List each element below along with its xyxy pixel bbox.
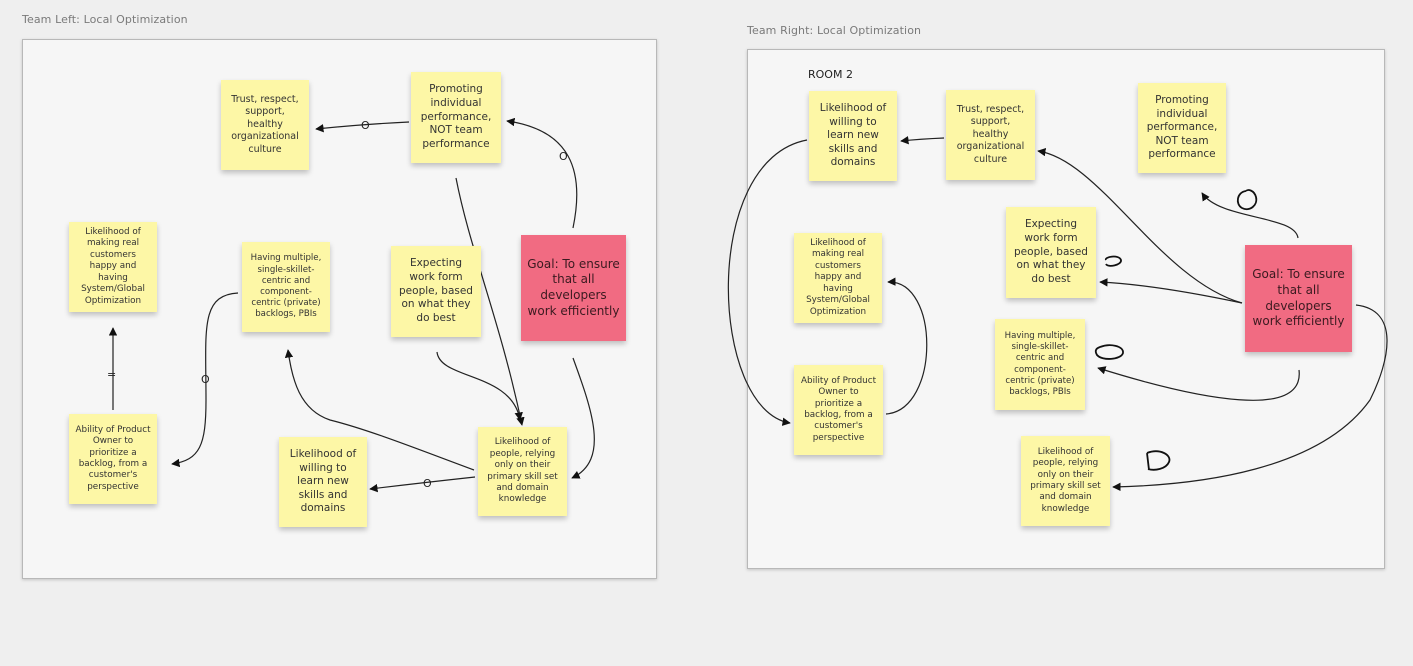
sticky-multiple-backlogs[interactable]: Having multiple, single-skillet-centric … (995, 319, 1085, 410)
sticky-expecting-work[interactable]: Expecting work form people, based on wha… (1006, 207, 1096, 298)
hand-d (1146, 450, 1171, 471)
sticky-likelihood-relying[interactable]: Likelihood of people, relying only on th… (478, 427, 567, 516)
polarity-o: O (423, 477, 432, 490)
left-frame-title: Team Left: Local Optimization (22, 13, 188, 26)
edge-promoting-to-relying (455, 177, 525, 426)
sticky-likelihood-learn[interactable]: Likelihood of willing to learn new skill… (279, 437, 367, 527)
sticky-trust-culture[interactable]: Trust, respect, support, healthy organiz… (221, 80, 309, 170)
edge-goal-to-backlogs (1097, 366, 1300, 401)
hand-o-2 (1105, 255, 1122, 267)
polarity-o: O (559, 150, 568, 163)
sticky-multiple-backlogs[interactable]: Having multiple, single-skillet-centric … (242, 242, 330, 332)
sticky-promoting-individual[interactable]: Promoting individual performance, NOT te… (411, 72, 501, 163)
edge-goal-to-promoting (1201, 192, 1299, 239)
sticky-likelihood-customers[interactable]: Likelihood of making real customers happ… (794, 233, 882, 323)
edge-ability-to-customers (885, 277, 928, 415)
edge-learn-to-ability (727, 139, 808, 426)
sticky-goal[interactable]: Goal: To ensure that all developers work… (521, 235, 626, 341)
edge-goal-to-relying (1112, 304, 1388, 492)
sticky-goal[interactable]: Goal: To ensure that all developers work… (1245, 245, 1352, 352)
sticky-promoting-individual[interactable]: Promoting individual performance, NOT te… (1138, 83, 1226, 173)
sticky-ability-product-owner[interactable]: Ability of Product Owner to prioritize a… (794, 365, 883, 455)
sticky-ability-product-owner[interactable]: Ability of Product Owner to prioritize a… (69, 414, 157, 504)
delay-mark: = (107, 368, 116, 381)
sticky-likelihood-customers[interactable]: Likelihood of making real customers happ… (69, 222, 157, 312)
sticky-expecting-work[interactable]: Expecting work form people, based on wha… (391, 246, 481, 337)
polarity-o: O (201, 373, 210, 386)
edge-relying-to-backlogs (284, 349, 475, 471)
sticky-likelihood-relying[interactable]: Likelihood of people, relying only on th… (1021, 436, 1110, 526)
edge-expecting-to-relying (436, 351, 523, 421)
hand-o-3 (1094, 344, 1124, 360)
edge-goal-to-promoting (506, 117, 578, 229)
edge-relying-to-learn (369, 476, 476, 493)
hand-o-1 (1236, 189, 1258, 210)
edge-trust-to-learn (900, 136, 945, 145)
edge-backlogs-to-ability (171, 292, 239, 468)
edge-goal-to-trust (1037, 147, 1243, 304)
sticky-likelihood-learn[interactable]: Likelihood of willing to learn new skill… (809, 91, 897, 181)
sticky-trust-culture[interactable]: Trust, respect, support, healthy organiz… (946, 90, 1035, 180)
edge-goal-to-relying (571, 357, 595, 479)
right-frame-title: Team Right: Local Optimization (747, 24, 922, 37)
polarity-o: O (361, 119, 370, 132)
edge-goal-to-expecting (1099, 278, 1243, 304)
edge-promoting-to-trust (315, 121, 410, 133)
room-label: ROOM 2 (808, 68, 853, 81)
